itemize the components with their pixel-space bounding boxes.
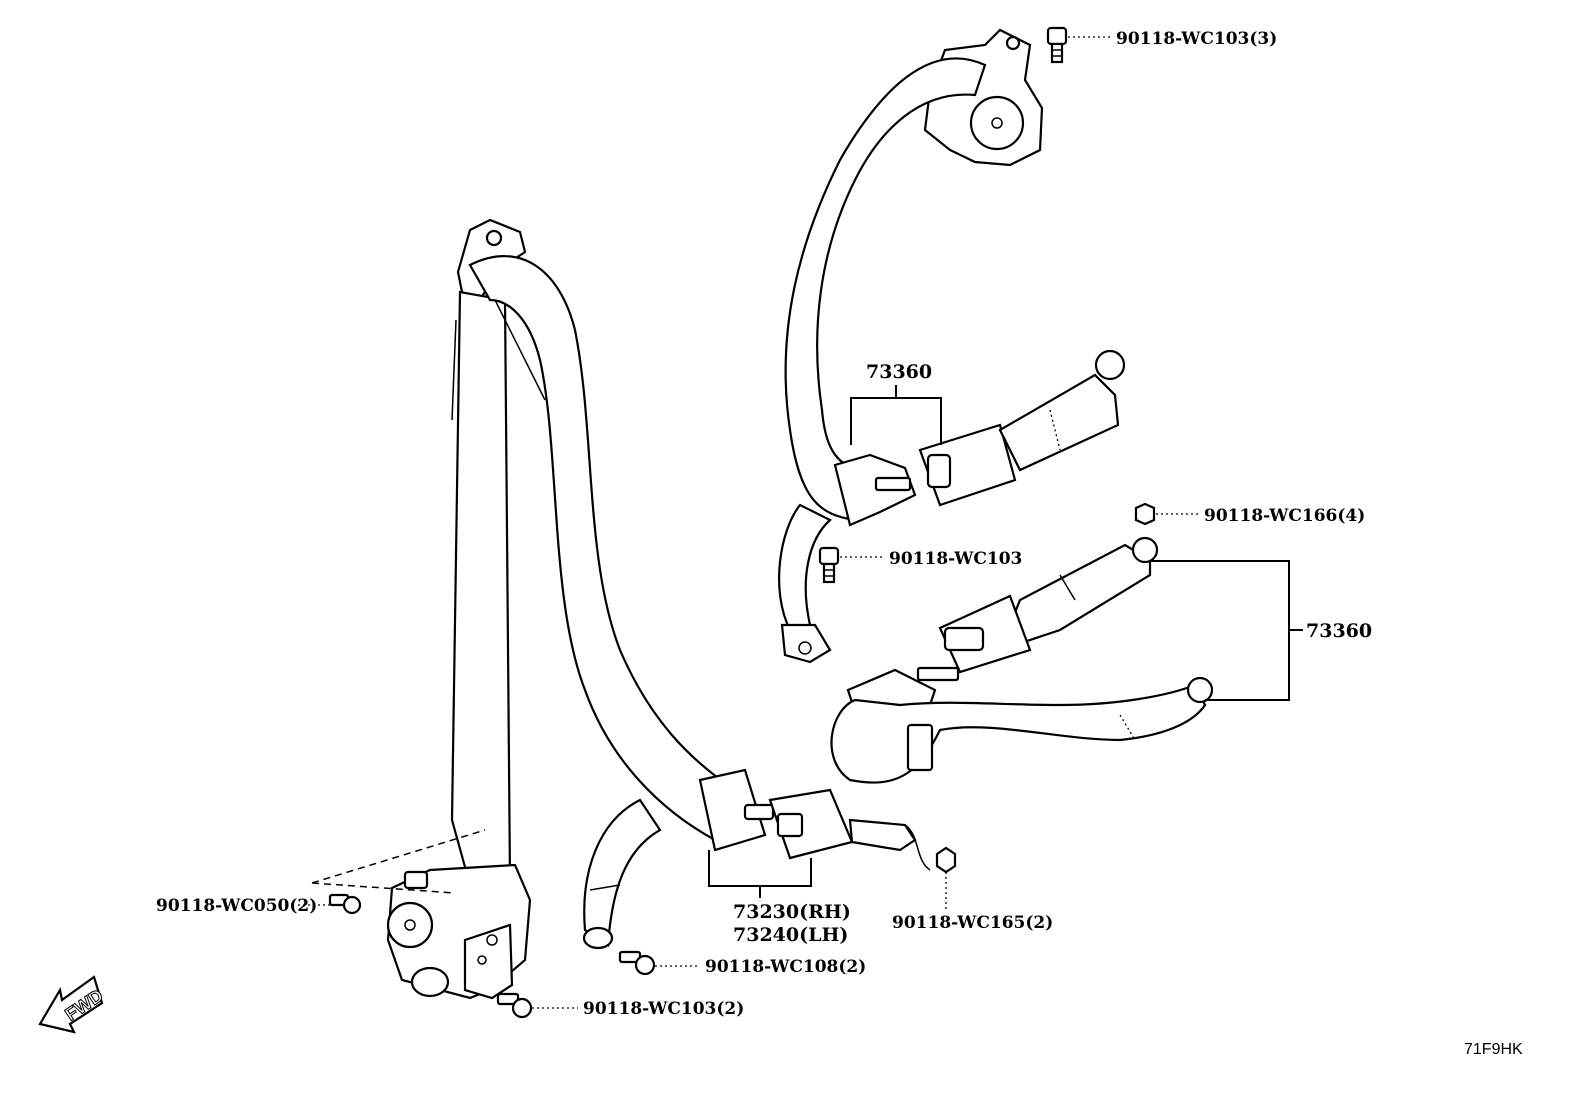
callout-90118-wc050-2: 90118-WC050(2) (156, 896, 317, 916)
callout-90118-wc103: 90118-WC103 (889, 549, 1022, 569)
rear-seat-belt-assembly (778, 28, 1126, 664)
callout-90118-wc103-2: 90118-WC103(2) (583, 999, 744, 1019)
bolt-icon (818, 546, 840, 584)
callout-90118-wc103-3: 90118-WC103(3) (1116, 29, 1277, 49)
bolt-icon (496, 992, 533, 1019)
callout-90118-wc166-4: 90118-WC166(4) (1204, 506, 1365, 526)
callout-73360-right: 73360 (1306, 620, 1372, 642)
callout-73230-rh: 73230(RH) (733, 901, 851, 923)
fasteners (298, 26, 1200, 1019)
bolt-icon (1046, 26, 1068, 64)
drawing-id: 71F9HK (1464, 1041, 1523, 1058)
nut-icon (1134, 502, 1156, 526)
front-seat-belt-assembly (311, 218, 931, 1000)
callout-90118-wc165-2: 90118-WC165(2) (892, 913, 1053, 933)
bolt-icon (328, 893, 362, 915)
callout-90118-wc108-2: 90118-WC108(2) (705, 957, 866, 977)
bolt-icon (618, 950, 656, 976)
fwd-arrow-icon: FWD (38, 975, 107, 1034)
callout-73360-top: 73360 (866, 361, 932, 383)
nut-icon (935, 846, 957, 874)
callout-73240-lh: 73240(LH) (733, 924, 848, 946)
rear-center-belt-assembly (830, 536, 1303, 784)
